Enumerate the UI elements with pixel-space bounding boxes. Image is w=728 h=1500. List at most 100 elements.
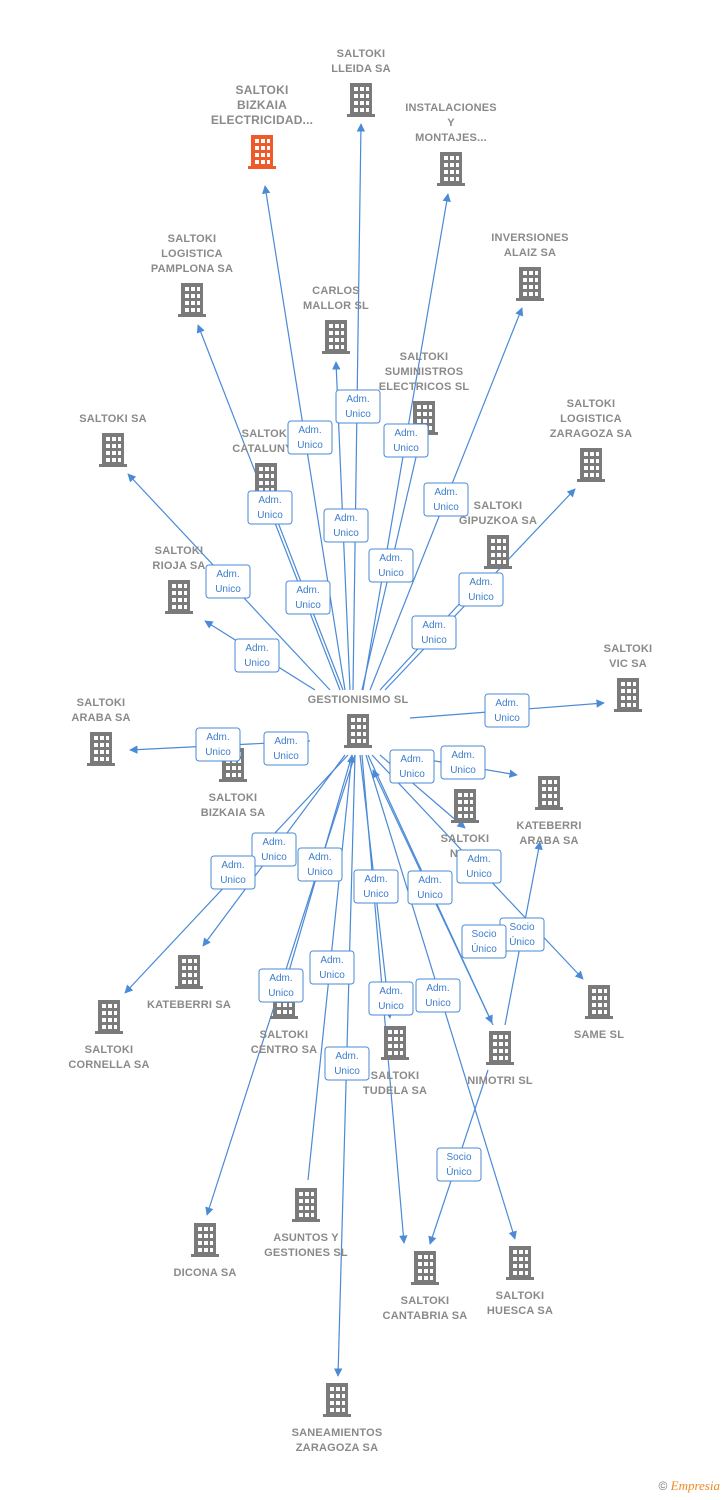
edge-label-gestionisimo-to-bizkaia_elec[interactable]: Adm.Unico bbox=[287, 420, 333, 455]
edge-label-text: Unico bbox=[393, 443, 419, 454]
edge-label-box bbox=[205, 564, 251, 599]
edge-label-gestionisimo-to-saneamientos[interactable]: Adm.Unico bbox=[324, 1046, 370, 1081]
edge-label-asuntos-to-gestionisimo[interactable]: Adm.Unico bbox=[309, 950, 355, 985]
edge-label-gestionisimo-to-cantabria[interactable]: Adm. Unico bbox=[368, 981, 414, 1016]
node-same[interactable]: SAME SL bbox=[574, 985, 624, 1041]
edge-label-gestionisimo-to-alaiz[interactable]: Adm.Unico bbox=[423, 482, 469, 517]
edge-label-text: Unico bbox=[494, 713, 520, 724]
building-icon bbox=[178, 283, 206, 317]
node-label: LOGISTICA bbox=[161, 248, 223, 260]
node-label: CENTRO SA bbox=[251, 1044, 318, 1056]
building-icon bbox=[486, 1031, 514, 1065]
edge-label-text: Unico bbox=[363, 889, 389, 900]
edge-label-gestionisimo-to-huesca[interactable]: Adm.Unico bbox=[415, 978, 461, 1013]
node-gestionisimo[interactable]: GESTIONISIMO SL bbox=[308, 694, 409, 748]
edge-label-gestionisimo-to-instalaciones[interactable]: Adm.Unico bbox=[383, 423, 429, 458]
node-label: SALTOKI SA bbox=[79, 413, 147, 425]
edge-label-gestionisimo-to-log_pamplona[interactable]: Adm.Unico bbox=[247, 490, 293, 525]
edge-label-gestionisimo-to-lleida[interactable]: Adm.Unico bbox=[335, 389, 381, 424]
edge-label-text: Unico bbox=[421, 635, 447, 646]
node-saltoki_sa[interactable]: SALTOKI SA bbox=[79, 413, 147, 467]
edge-label-gestionisimo-to-vic[interactable]: Adm.Unico bbox=[484, 693, 530, 728]
edge-label-gestionisimo-to-araba[interactable]: Adm.Unico bbox=[195, 727, 241, 762]
edge-label-gestionisimo-to-carlos[interactable]: Adm.Unico bbox=[323, 508, 369, 543]
edge-label-gestionisimo-to-bizkaia[interactable]: Adm. Unico bbox=[263, 731, 309, 766]
edge-label-gestionisimo-to-cornella[interactable]: Adm.Unico bbox=[210, 855, 256, 890]
edge-label-text: Unico bbox=[378, 568, 404, 579]
copyright-symbol: © bbox=[658, 1479, 668, 1493]
edge-label-text: Unico bbox=[268, 988, 294, 999]
brand-logo[interactable]: Empresia bbox=[670, 1478, 720, 1493]
edge-label-box bbox=[324, 1046, 370, 1081]
edge-label-text: Socio bbox=[446, 1152, 471, 1163]
edge-label-gestionisimo-to-navarra[interactable]: Adm.Unico bbox=[389, 749, 435, 784]
edge-label-gestionisimo-to-log_zaragoza[interactable]: Adm.Unico bbox=[458, 572, 504, 607]
edge-label-text: Adm. bbox=[422, 620, 445, 631]
edge-label-gestionisimo-to-nimotri[interactable]: Adm.Unico bbox=[456, 849, 502, 884]
edge-label-gestionisimo-to-centro[interactable]: Adm.Unico bbox=[297, 847, 343, 882]
edge-label-box bbox=[458, 572, 504, 607]
edge-labels-layer: Adm.UnicoAdm.UnicoAdm.UnicoAdm.UnicoAdm.… bbox=[195, 389, 545, 1182]
node-instalaciones[interactable]: INSTALACIONESYMONTAJES... bbox=[405, 102, 497, 186]
edge-label-text: Adm. bbox=[379, 986, 402, 997]
node-label: SALTOKI bbox=[400, 351, 449, 363]
edge-label-gestionisimo-to-kateberri[interactable]: Adm.Unico bbox=[251, 832, 297, 867]
edge-label-box bbox=[383, 423, 429, 458]
edge-label-gestionisimo-to-rioja[interactable]: Adm.Unico bbox=[234, 638, 280, 673]
node-dicona[interactable]: DICONA SA bbox=[173, 1223, 236, 1279]
edge-label-text: Unico bbox=[468, 592, 494, 603]
building-icon bbox=[323, 1383, 351, 1417]
edge-label-gestionisimo-to-gipuzkoa[interactable]: Adm. Unico bbox=[411, 615, 457, 650]
edge-label-box bbox=[368, 548, 414, 583]
node-label: PAMPLONA SA bbox=[151, 263, 233, 275]
edge-label-text: Adm. bbox=[221, 860, 244, 871]
edge-label-text: Unico bbox=[378, 1001, 404, 1012]
edge-label-box bbox=[484, 693, 530, 728]
building-icon bbox=[484, 535, 512, 569]
node-kateberri[interactable]: KATEBERRI SA bbox=[147, 955, 231, 1011]
node-label: ALAIZ SA bbox=[504, 247, 556, 259]
edge-label-text: Adm. bbox=[274, 736, 297, 747]
node-nimotri[interactable]: NIMOTRI SL bbox=[467, 1031, 533, 1087]
node-navarra[interactable]: SALTOKINAVA bbox=[441, 789, 490, 860]
edge-label-text: Adm. bbox=[296, 585, 319, 596]
edge-label-text: Adm. bbox=[467, 854, 490, 865]
edge-label-gestionisimo-to-kateberri_araba[interactable]: Adm.Unico bbox=[440, 745, 486, 780]
edge-label-box bbox=[411, 615, 457, 650]
node-label: ELECTRICIDAD... bbox=[211, 113, 313, 127]
edge-label-gestionisimo-to-tudela[interactable]: Adm.Unico bbox=[353, 869, 399, 904]
edge-label-gestionisimo-to-dicona[interactable]: Adm.Unico bbox=[258, 968, 304, 1003]
edge-label-gestionisimo-to-same[interactable]: Adm.Unico bbox=[407, 870, 453, 905]
edge-label-text: Unico bbox=[333, 528, 359, 539]
edge-label-gestionisimo-to-saltoki_sa[interactable]: Adm.Unico bbox=[205, 564, 251, 599]
edge-label-gestionisimo-to-suministros[interactable]: Adm.Unico bbox=[368, 548, 414, 583]
edge-label-gestionisimo-to-catalunya[interactable]: Adm.Unico bbox=[285, 580, 331, 615]
edge-label-text: Adm. bbox=[245, 643, 268, 654]
node-bizkaia_elec[interactable]: SALTOKIBIZKAIAELECTRICIDAD... bbox=[211, 83, 313, 169]
edge-label-text: Unico bbox=[273, 751, 299, 762]
